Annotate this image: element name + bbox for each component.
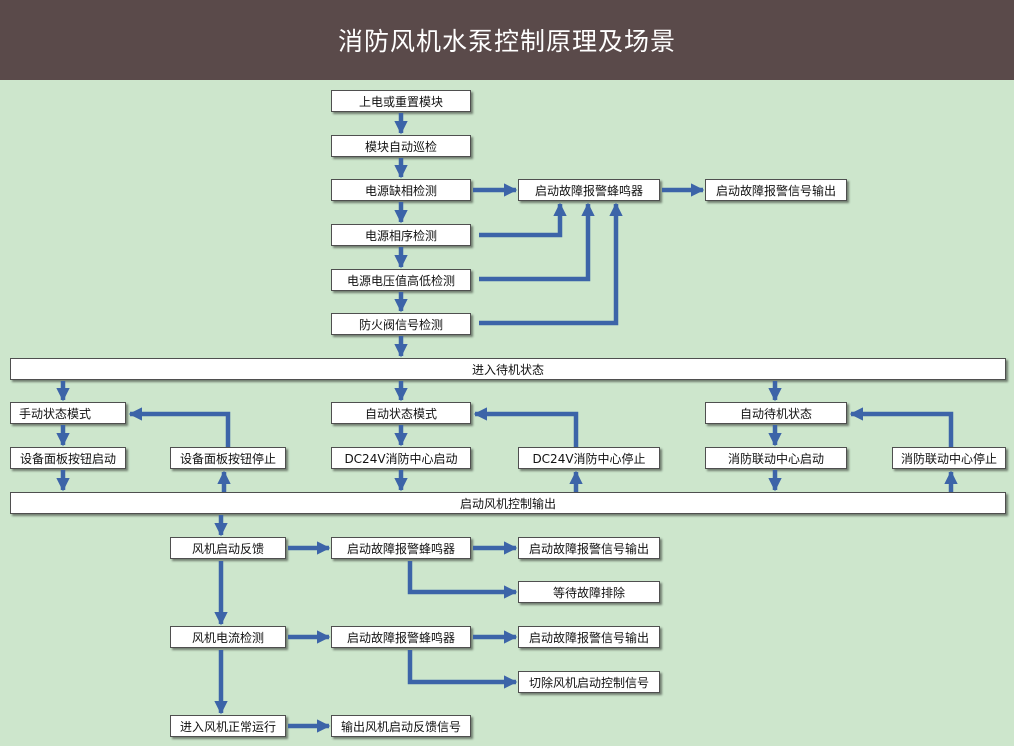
- node-auto-patrol: 模块自动巡检: [331, 135, 471, 157]
- node-dc24-start: DC24V消防中心启动: [331, 447, 471, 469]
- node-alarm-mid: 启动故障报警蜂鸣器: [331, 537, 471, 559]
- node-panel-stop: 设备面板按钮停止: [170, 447, 286, 469]
- node-panel-start: 设备面板按钮启动: [10, 447, 126, 469]
- node-fan-output: 启动风机控制输出: [10, 492, 1006, 514]
- node-normal-run: 进入风机正常运行: [170, 715, 286, 737]
- node-link-stop: 消防联动中心停止: [892, 447, 1006, 469]
- node-alarm-signal-mid: 启动故障报警信号输出: [518, 537, 660, 559]
- node-alarm-signal-top: 启动故障报警信号输出: [705, 179, 847, 201]
- arrow-voltage-to-alarm: [479, 202, 595, 282]
- node-fire-valve: 防火阀信号检测: [331, 313, 471, 335]
- node-manual-mode: 手动状态模式: [10, 402, 126, 424]
- node-current-check: 风机电流检测: [170, 626, 286, 648]
- arrow-dc24-stop-to-auto: [473, 407, 579, 447]
- title-bar: 消防风机水泵控制原理及场景: [0, 0, 1014, 80]
- node-standby: 进入待机状态: [10, 358, 1006, 380]
- flowchart: 上电或重置模块 模块自动巡检 电源缺相检测 启动故障报警蜂鸣器 启动故障报警信号…: [0, 80, 1014, 746]
- node-link-start: 消防联动中心启动: [705, 447, 847, 469]
- arrow-alarm-low-to-cut: [407, 650, 518, 689]
- node-feedback-out: 输出风机启动反馈信号: [331, 715, 471, 737]
- node-auto-standby: 自动待机状态: [705, 402, 847, 424]
- node-alarm-low: 启动故障报警蜂鸣器: [331, 626, 471, 648]
- arrow-fire-valve-to-alarm: [479, 202, 623, 326]
- node-voltage-check: 电源电压值高低检测: [331, 269, 471, 291]
- node-power-on: 上电或重置模块: [331, 90, 471, 112]
- arrow-link-stop-to-auto-standby: [849, 407, 954, 447]
- node-phase-sequence: 电源相序检测: [331, 224, 471, 246]
- arrow-panel-stop-to-manual: [128, 407, 231, 447]
- node-alarm-top: 启动故障报警蜂鸣器: [518, 179, 660, 201]
- node-wait-clear: 等待故障排除: [518, 581, 660, 603]
- arrow-sequence-to-alarm: [479, 202, 567, 238]
- node-phase-loss: 电源缺相检测: [331, 179, 471, 201]
- arrow-alarm-mid-to-wait: [407, 561, 518, 599]
- node-dc24-stop: DC24V消防中心停止: [518, 447, 660, 469]
- page-title: 消防风机水泵控制原理及场景: [337, 27, 676, 56]
- node-auto-mode: 自动状态模式: [331, 402, 471, 424]
- node-alarm-signal-low: 启动故障报警信号输出: [518, 626, 660, 648]
- node-fan-feedback: 风机启动反馈: [170, 537, 286, 559]
- node-cut-signal: 切除风机启动控制信号: [518, 671, 660, 693]
